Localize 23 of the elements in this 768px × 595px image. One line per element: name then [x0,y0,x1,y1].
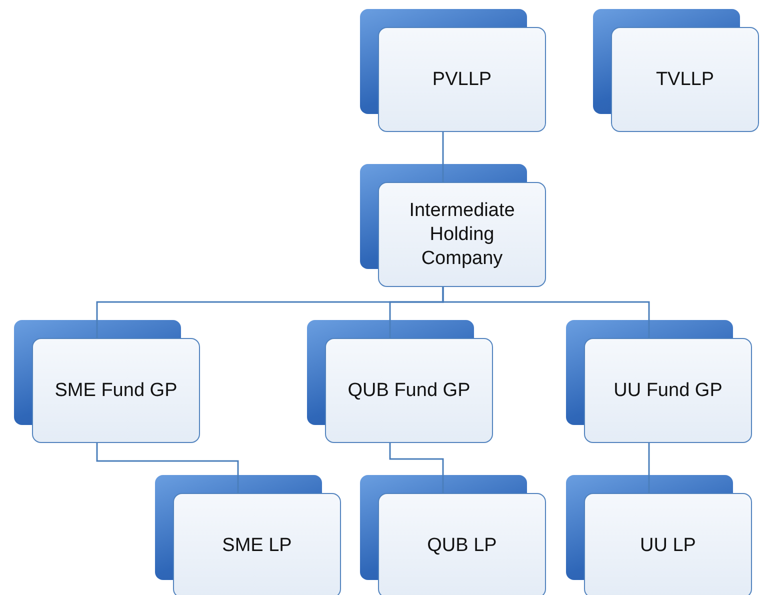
org-box [32,338,200,443]
node-label: QUB LP [427,534,497,558]
node-label: PVLLP [432,68,492,92]
org-box [611,27,759,132]
node-label: Intermediate Holding Company [408,198,516,270]
connector-line [96,443,239,493]
org-box [378,493,546,595]
org-box [584,338,752,443]
org-box [584,493,752,595]
node-label: UU Fund GP [614,378,722,402]
org-box [325,338,493,443]
connector-line [442,132,444,182]
org-box [378,182,546,287]
node-label: SME LP [222,534,292,558]
node-label: UU LP [640,534,696,558]
connector-line [648,443,650,493]
connector-line [442,287,650,338]
node-label: SME Fund GP [54,378,178,402]
node-label: QUB Fund GP [348,378,470,402]
node-label: TVLLP [656,68,714,92]
org-box [378,27,546,132]
org-box [173,493,341,595]
connector-line [389,443,444,493]
